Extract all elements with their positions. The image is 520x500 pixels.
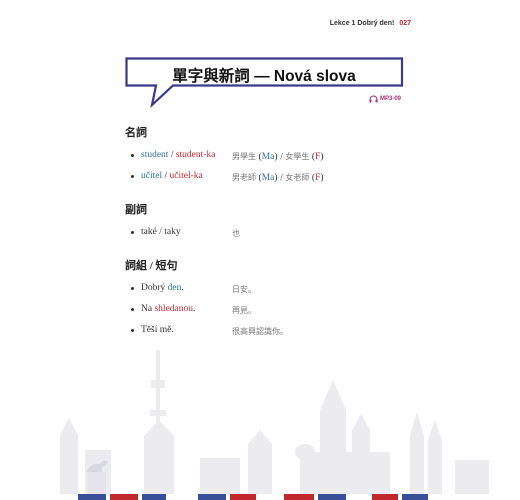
speech-bubble-frame xyxy=(125,57,404,109)
headphones-icon xyxy=(369,95,378,103)
flag-bar xyxy=(372,494,398,500)
vocab-term: Těší mě. xyxy=(141,325,174,335)
list-item: student / student-ka xyxy=(131,149,215,161)
title-banner: 單字與新詞 — Nová slova xyxy=(125,57,410,109)
audio-label: MP3-09 xyxy=(380,96,402,102)
flag-bar xyxy=(318,494,346,500)
list-item: také / taky xyxy=(131,226,181,238)
vocab-meaning: 再見。 xyxy=(232,306,256,315)
flag-bar xyxy=(78,494,106,500)
page-title: 單字與新詞 — Nová slova xyxy=(172,68,356,85)
bullet-icon xyxy=(131,153,134,157)
vocab-term: student / student-ka xyxy=(141,150,216,160)
vocab-meaning: 也 xyxy=(232,229,240,238)
audio-track[interactable]: MP3-09 xyxy=(369,95,401,103)
vocab-term: Dobrý den. xyxy=(141,283,184,293)
list-item: Těší mě. xyxy=(131,324,174,336)
flag-bar xyxy=(284,494,314,500)
list-item: učitel / učitel-ka xyxy=(131,170,203,182)
flag-bar xyxy=(110,494,138,500)
section-title-nouns: 名詞 xyxy=(125,127,147,139)
vocab-meaning: 日安。 xyxy=(232,285,256,294)
bullet-icon xyxy=(131,230,134,234)
bullet-icon xyxy=(131,328,134,332)
flag-bar xyxy=(402,494,428,500)
section-title-phrases: 詞組 / 短句 xyxy=(125,260,178,272)
vocab-term: učitel / učitel-ka xyxy=(141,171,203,181)
vocab-meaning: 男學生 (Ma) / 女學生 (F) xyxy=(232,152,324,162)
prague-skyline-illustration xyxy=(60,350,489,494)
bullet-icon xyxy=(131,174,134,178)
vocab-term: Na shledanou. xyxy=(141,304,196,314)
lesson-title: Lekce 1 Dobrý den! xyxy=(329,20,395,27)
list-item: Na shledanou. xyxy=(131,303,195,315)
vocab-meaning: 男老師 (Ma) / 女老師 (F) xyxy=(232,173,324,183)
bullet-icon xyxy=(131,286,134,290)
section-title-adverbs: 副詞 xyxy=(125,204,147,216)
vocab-term: také / taky xyxy=(141,227,181,237)
page-header: Lekce 1 Dobrý den! 027 xyxy=(330,20,411,27)
flag-bar xyxy=(230,494,256,500)
vocab-meaning: 很高興認識你。 xyxy=(232,327,288,336)
page-number: 027 xyxy=(399,20,411,27)
list-item: Dobrý den. xyxy=(131,282,184,294)
bullet-icon xyxy=(131,307,134,311)
flag-bar xyxy=(142,494,166,500)
flag-bar xyxy=(198,494,226,500)
